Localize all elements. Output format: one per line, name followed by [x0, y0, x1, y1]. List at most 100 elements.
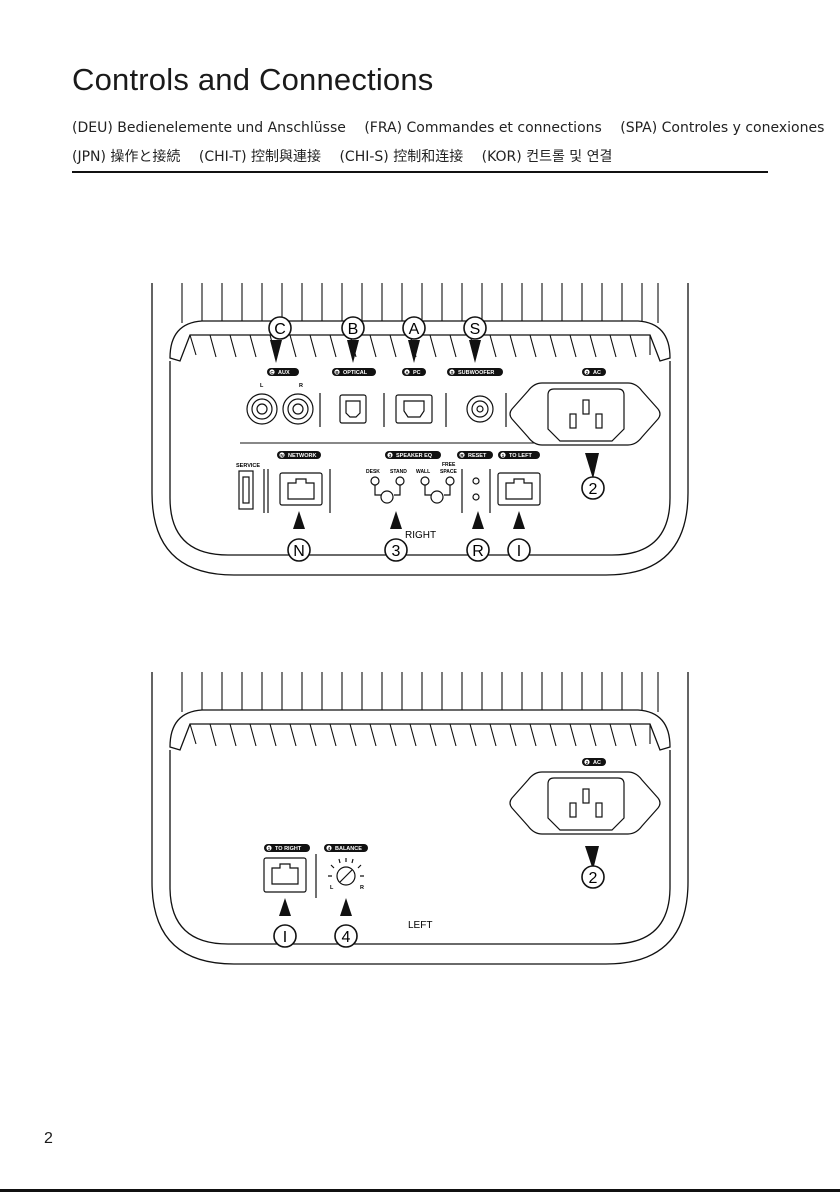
- svg-text:4: 4: [342, 929, 351, 946]
- svg-text:BALANCE: BALANCE: [335, 846, 362, 852]
- right-speaker-svg: C B A S C AUX B OPTICAL A P: [151, 283, 689, 576]
- label-ac: 2 AC: [582, 368, 606, 376]
- callout-i: I: [507, 511, 531, 562]
- to-left-ethernet-port[interactable]: [497, 472, 541, 506]
- svg-text:NETWORK: NETWORK: [288, 453, 316, 459]
- balance-l-label: L: [330, 885, 334, 891]
- svg-text:N: N: [293, 543, 305, 560]
- callout-r: R: [466, 511, 490, 562]
- callout-c: C: [268, 316, 292, 363]
- translations-line-1: (DEU) Bedienelemente und Anschlüsse (FRA…: [72, 120, 838, 136]
- label-to-right: 1 TO RIGHT: [264, 844, 310, 852]
- translation-kor: (KOR) 컨트롤 및 연결: [481, 149, 613, 165]
- right-side-label: RIGHT: [405, 530, 436, 541]
- reset-button[interactable]: [472, 477, 480, 501]
- label-aux: C AUX: [267, 368, 299, 376]
- translation-spa: (SPA) Controles y conexiones: [620, 120, 825, 136]
- label-balance: 4 BALANCE: [324, 844, 368, 852]
- panel-outline: [169, 750, 671, 945]
- aux-l-label: L: [260, 383, 264, 389]
- translation-fra: (FRA) Commandes et connections: [364, 120, 602, 136]
- svg-text:SUBWOOFER: SUBWOOFER: [458, 370, 494, 376]
- to-right-ethernet-port[interactable]: [263, 857, 307, 893]
- left-speaker-diagram: 2 AC 1 TO RIGHT 4 BALANCE: [150, 672, 690, 972]
- optical-port[interactable]: [339, 394, 367, 424]
- callout-2: 2: [581, 453, 605, 500]
- callout-i: I: [273, 898, 297, 948]
- panel-outline: [169, 361, 671, 556]
- svg-text:PC: PC: [413, 370, 421, 376]
- svg-text:RESET: RESET: [468, 453, 487, 459]
- svg-text:1: 1: [268, 846, 271, 851]
- label-network: N NETWORK: [277, 451, 321, 459]
- eq-wall-label: WALL: [416, 469, 430, 475]
- callout-b: B: [341, 316, 365, 363]
- svg-text:A: A: [409, 321, 420, 338]
- heatsink-shroud: [169, 709, 671, 751]
- balance-knob[interactable]: [328, 858, 364, 886]
- label-subwoofer: S SUBWOOFER: [447, 368, 503, 376]
- callout-a: A: [402, 316, 426, 363]
- footer-divider: [0, 1189, 840, 1192]
- svg-text:4: 4: [328, 846, 331, 851]
- ac-power-inlet[interactable]: [509, 771, 661, 835]
- svg-text:3: 3: [389, 453, 392, 458]
- svg-text:I: I: [517, 543, 521, 560]
- callout-2: 2: [581, 846, 605, 889]
- svg-text:AUX: AUX: [278, 370, 290, 376]
- heatsink-shroud: [169, 320, 671, 362]
- page-title: Controls and Connections: [72, 62, 434, 97]
- callout-s: S: [463, 316, 487, 363]
- label-optical: B OPTICAL: [332, 368, 376, 376]
- pc-usb-port[interactable]: [395, 394, 433, 424]
- label-to-left: 1 TO LEFT: [498, 451, 540, 459]
- translation-chi-s: (CHI-S) 控制和连接: [339, 149, 464, 165]
- eq-switch-desk-stand[interactable]: [370, 476, 405, 504]
- header-divider: [72, 171, 768, 173]
- svg-text:2: 2: [589, 481, 598, 498]
- callout-n: N: [287, 511, 311, 562]
- aux-r-jack[interactable]: [282, 393, 314, 425]
- ac-power-inlet[interactable]: [509, 382, 661, 446]
- label-speaker-eq: 3 SPEAKER EQ: [385, 451, 441, 459]
- heatsink-fins: [181, 672, 659, 747]
- eq-space-label: SPACE: [440, 469, 458, 475]
- svg-text:R: R: [472, 543, 484, 560]
- speaker-casing: [151, 672, 689, 965]
- page-number: 2: [44, 1130, 53, 1147]
- eq-switch-wall-free[interactable]: [420, 476, 455, 504]
- eq-free-label: FREE: [442, 462, 456, 468]
- label-ac: 2 AC: [582, 758, 606, 766]
- translation-jpn: (JPN) 操作と接続: [72, 149, 181, 165]
- svg-text:TO LEFT: TO LEFT: [509, 453, 532, 459]
- network-ethernet-port[interactable]: [279, 472, 323, 506]
- right-speaker-diagram: C B A S C AUX B OPTICAL A P: [150, 283, 690, 583]
- translation-chi-t: (CHI-T) 控制與連接: [198, 149, 321, 165]
- svg-text:B: B: [348, 321, 359, 338]
- balance-r-label: R: [360, 885, 364, 891]
- label-pc: A PC: [402, 368, 426, 376]
- svg-text:3: 3: [392, 543, 401, 560]
- subwoofer-jack[interactable]: [466, 395, 494, 423]
- translations-line-2: (JPN) 操作と接続 (CHI-T) 控制與連接 (CHI-S) 控制和连接 …: [72, 146, 626, 166]
- svg-text:S: S: [470, 321, 481, 338]
- svg-text:N: N: [280, 453, 283, 458]
- speaker-casing: [151, 283, 689, 576]
- svg-text:S: S: [450, 370, 453, 375]
- eq-desk-label: DESK: [366, 469, 380, 475]
- svg-text:C: C: [274, 321, 286, 338]
- svg-text:I: I: [283, 929, 287, 946]
- svg-text:A: A: [405, 370, 409, 375]
- service-label: SERVICE: [236, 463, 260, 469]
- svg-text:AC: AC: [593, 760, 601, 766]
- aux-l-jack[interactable]: [246, 393, 278, 425]
- translation-deu: (DEU) Bedienelemente und Anschlüsse: [72, 120, 346, 136]
- left-speaker-svg: 2 AC 1 TO RIGHT 4 BALANCE: [151, 672, 689, 965]
- aux-r-label: R: [299, 383, 303, 389]
- callout-4: 4: [334, 898, 358, 948]
- label-reset: R RESET: [457, 451, 493, 459]
- eq-stand-label: STAND: [390, 469, 407, 475]
- heatsink-fins: [181, 283, 659, 358]
- left-side-label: LEFT: [408, 920, 432, 931]
- service-usb-port[interactable]: [238, 470, 254, 510]
